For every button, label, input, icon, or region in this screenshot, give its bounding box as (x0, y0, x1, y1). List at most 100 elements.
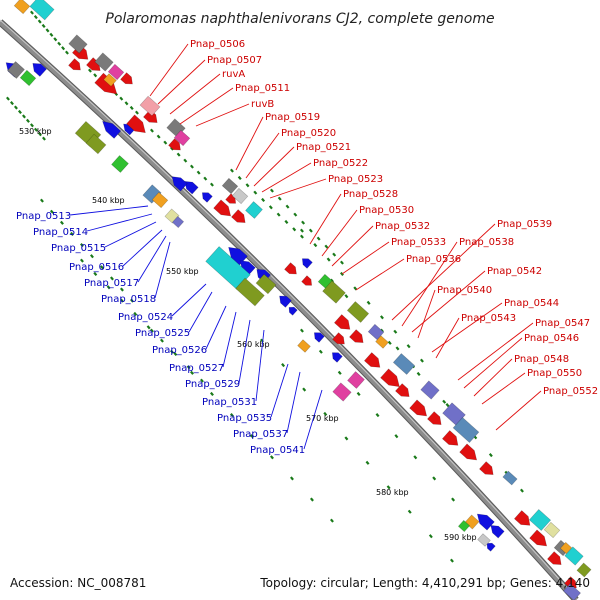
tick-mark (356, 391, 361, 397)
orf-block (231, 187, 249, 205)
orf-block (322, 280, 346, 304)
tick-mark (80, 243, 84, 248)
tick-mark (395, 346, 400, 351)
tick-mark (301, 220, 306, 225)
forward-gene-label: ruvA (222, 69, 245, 80)
orf-block (346, 301, 370, 323)
forward-gene-arrow (409, 399, 428, 417)
reverse-gene-arrow (288, 306, 298, 316)
tick-mark (34, 127, 38, 132)
tick-mark (344, 294, 349, 299)
tick-mark (42, 136, 46, 141)
tick-mark (488, 453, 493, 458)
tick-mark (300, 234, 304, 239)
orf-block (103, 73, 117, 87)
tick-mark (245, 183, 250, 188)
tick-mark (110, 276, 114, 281)
reverse-leader-line (303, 389, 323, 450)
forward-gene-label: Pnap_0522 (313, 158, 368, 169)
tick-mark (432, 476, 437, 481)
orf-block (528, 509, 552, 531)
orf-block (457, 519, 471, 533)
reverse-leader-line (171, 283, 207, 317)
reverse-gene-arrow (490, 524, 505, 539)
forward-gene-label: Pnap_0543 (461, 313, 516, 324)
forward-gene-arrow (120, 72, 133, 85)
orf-block (221, 177, 239, 195)
tick-mark (89, 254, 94, 259)
orf-block (347, 371, 365, 389)
tick-mark (332, 252, 337, 257)
forward-leader-line (341, 241, 390, 275)
forward-gene-label: Pnap_0528 (343, 189, 398, 200)
tick-mark (17, 109, 22, 115)
tick-mark (292, 227, 297, 232)
tick-mark (57, 41, 62, 46)
tick-mark (26, 118, 30, 123)
scale-label: 530 kbp (19, 127, 52, 136)
forward-gene-arrow (301, 275, 313, 286)
forward-gene-arrow (459, 443, 478, 461)
genome-backbone (0, 19, 579, 600)
tick-mark (124, 101, 129, 106)
reverse-gene-label: Pnap_0514 (33, 227, 88, 238)
orf-block (7, 61, 25, 79)
forward-leader-line (463, 337, 523, 389)
tick-mark (21, 114, 26, 119)
forward-gene-label: ruvB (251, 99, 274, 110)
forward-leader-line (321, 209, 358, 257)
reverse-gene-arrow (102, 120, 122, 139)
reverse-leader-line (205, 305, 227, 350)
reverse-gene-arrow (331, 352, 343, 363)
orf-block (29, 0, 55, 21)
tick-mark (394, 434, 399, 439)
forward-gene-label: Pnap_0506 (190, 39, 245, 50)
reverse-leader-line (222, 311, 237, 368)
orf-block (173, 129, 191, 147)
forward-gene-label: Pnap_0540 (437, 285, 492, 296)
tick-mark (230, 413, 234, 418)
forward-gene-arrow (231, 209, 246, 224)
tick-mark (284, 219, 289, 225)
tick-mark (29, 123, 34, 128)
tick-mark (300, 228, 304, 233)
tick-mark (406, 344, 411, 349)
orf-block (245, 201, 263, 219)
tick-mark (106, 285, 111, 290)
reverse-leader-line (104, 221, 157, 248)
reverse-gene-label: Pnap_0525 (135, 328, 190, 339)
tick-mark (253, 190, 258, 195)
gene-labels: Pnap_0506Pnap_0507ruvAPnap_0511ruvBPnap_… (16, 39, 598, 456)
reverse-gene-label: Pnap_0517 (84, 278, 139, 289)
forward-gene-label: Pnap_0511 (235, 83, 290, 94)
forward-gene-label: Pnap_0546 (524, 333, 579, 344)
forward-gene-arrow (513, 510, 531, 526)
forward-leader-line (417, 289, 436, 339)
reverse-gene-arrow (239, 260, 256, 276)
forward-leader-line (457, 322, 534, 381)
forward-gene-arrow (441, 430, 459, 446)
orf-block (19, 69, 37, 87)
forward-gene-label: Pnap_0544 (504, 298, 559, 309)
tick-mark (316, 236, 321, 241)
tick-mark (203, 176, 208, 181)
forward-leader-line (401, 241, 458, 327)
reverse-leader-line (255, 329, 265, 402)
reverse-gene-label: Pnap_0515 (51, 243, 106, 254)
tick-mark (130, 298, 134, 303)
backbone-highlight (0, 19, 577, 599)
tick-mark (340, 260, 344, 265)
tick-mark (393, 329, 398, 334)
tick-mark (270, 455, 274, 460)
orf-block (392, 353, 416, 375)
forward-leader-line (245, 132, 280, 179)
orf-block (559, 541, 573, 555)
tick-mark (310, 497, 314, 502)
tick-mark (38, 132, 42, 137)
tick-mark (326, 257, 331, 262)
tick-mark (13, 105, 18, 110)
tick-mark (37, 19, 42, 24)
tick-mark (308, 228, 313, 233)
forward-gene-arrow (479, 461, 494, 476)
